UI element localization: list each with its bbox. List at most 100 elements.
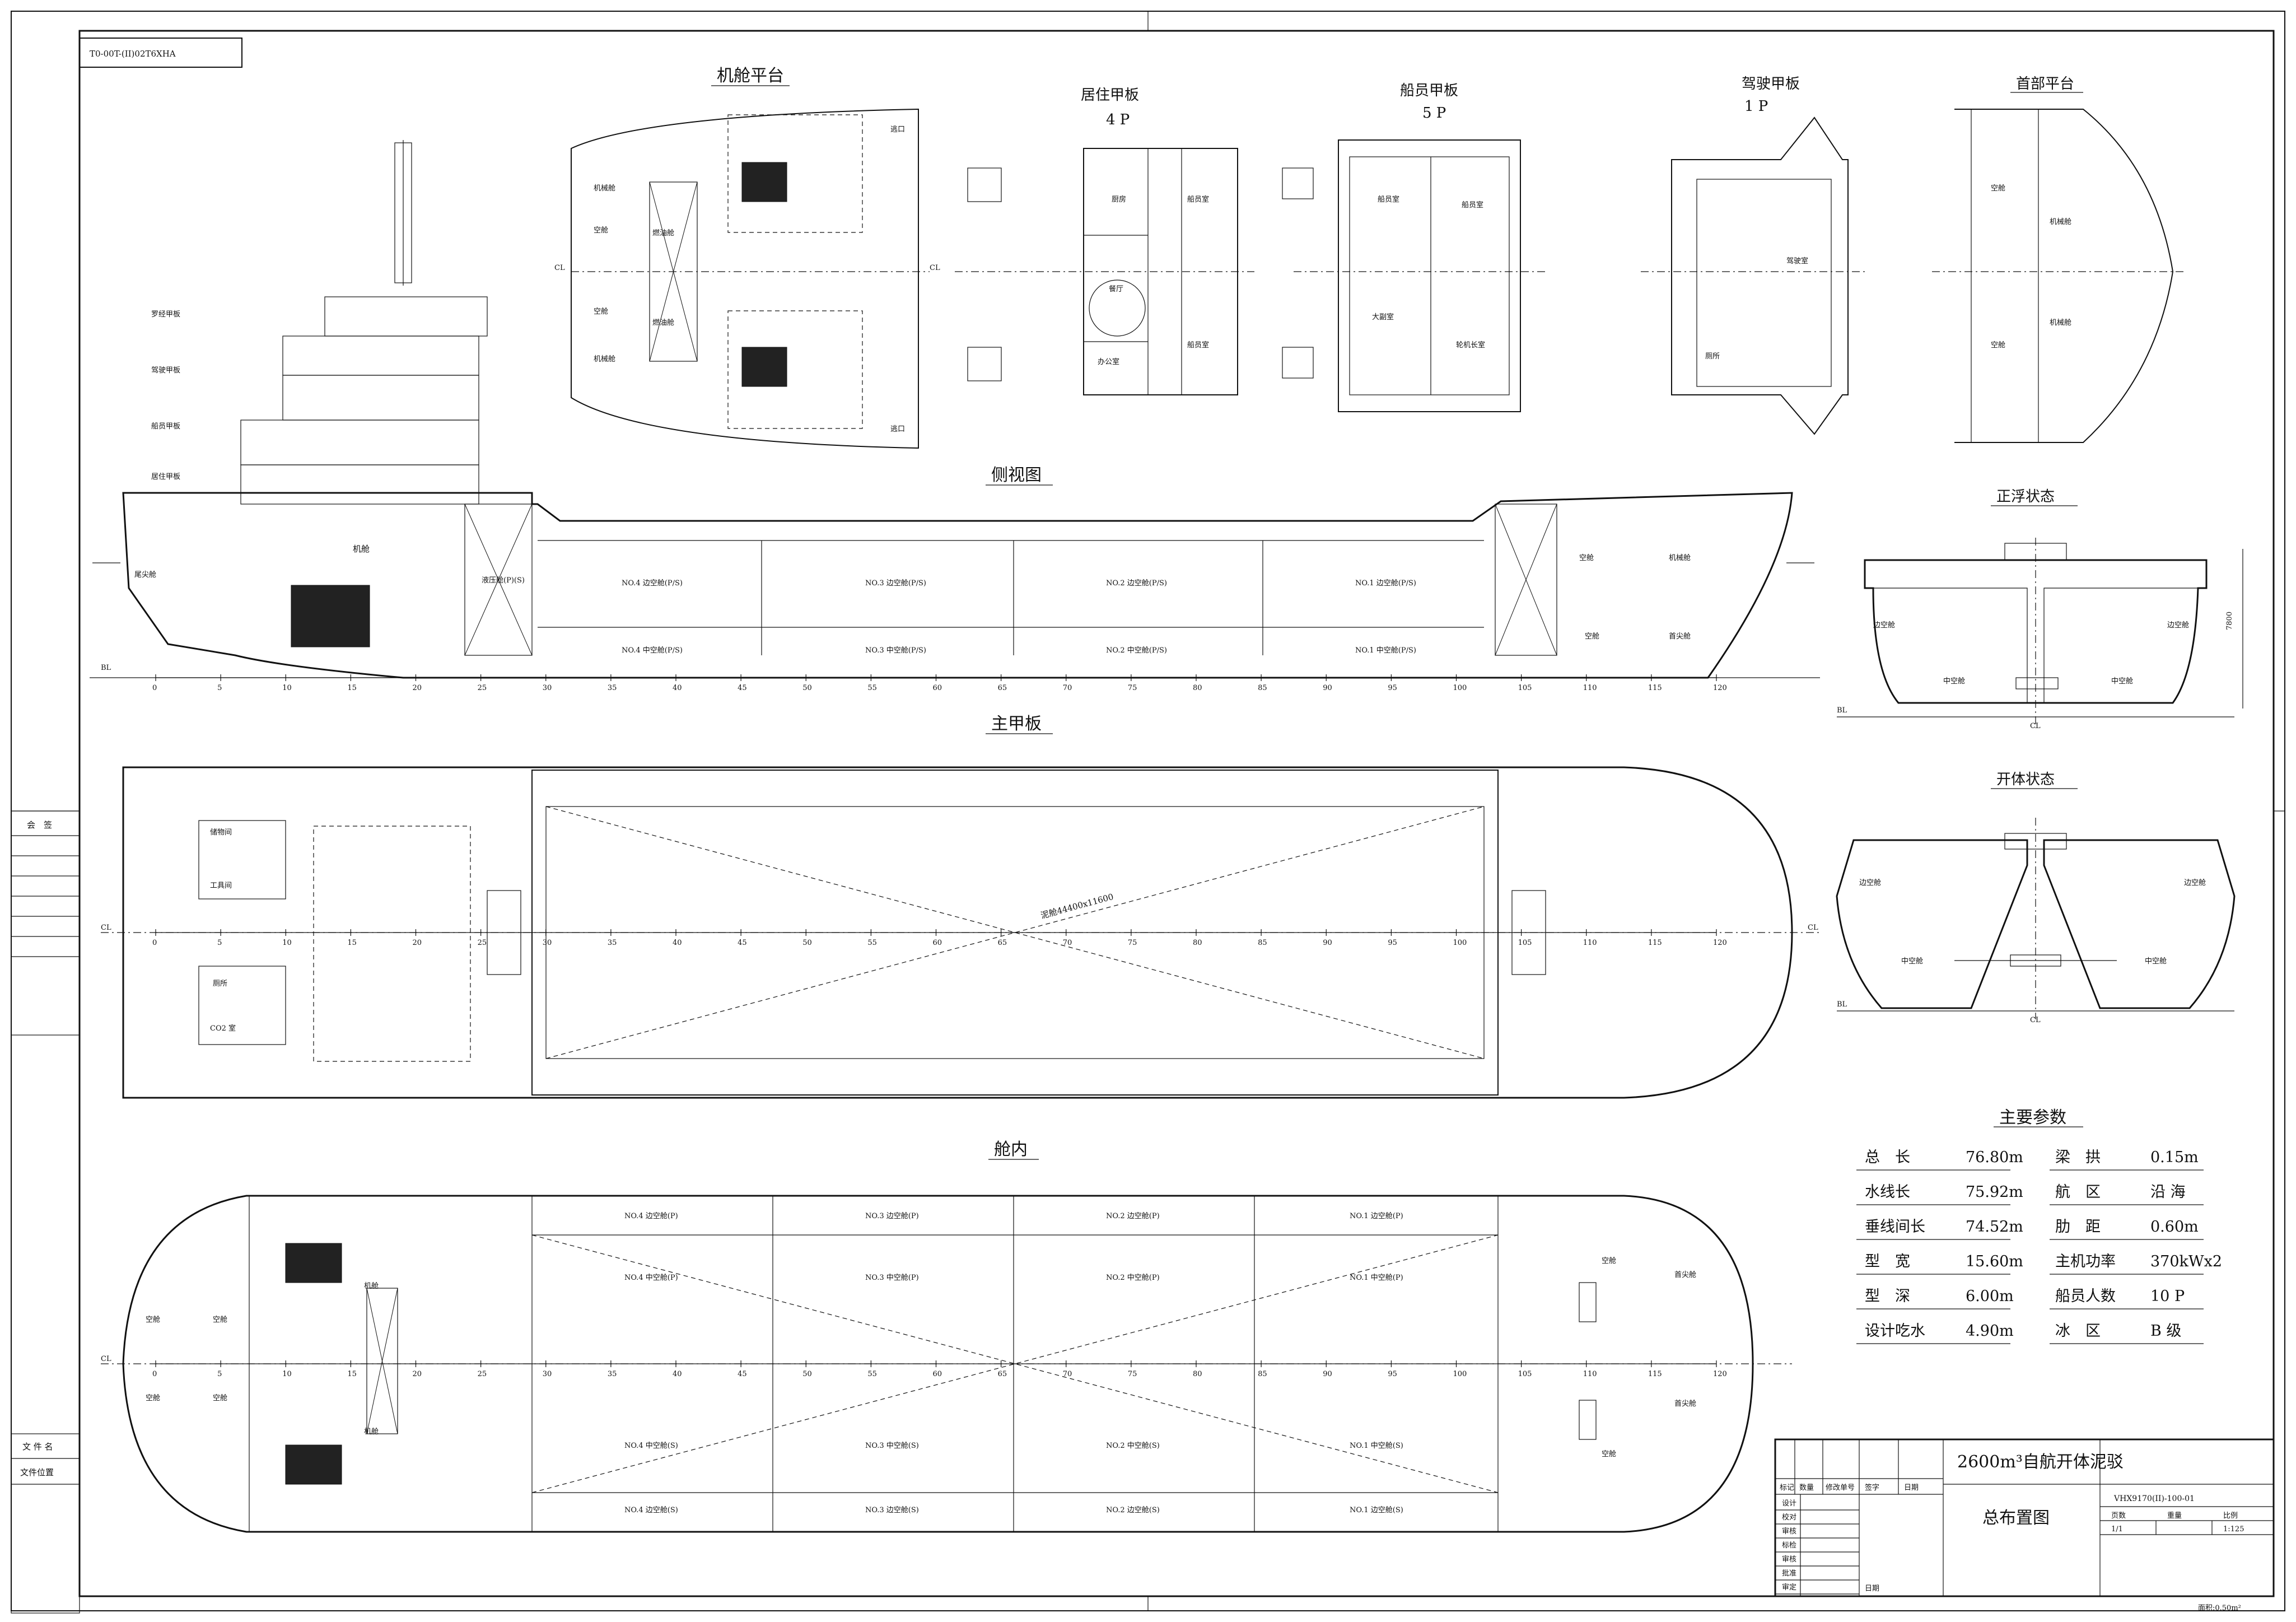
svg-text:机舱: 机舱 [364, 1282, 379, 1290]
frame-number: 100 [1453, 684, 1467, 692]
svg-text:CL: CL [101, 924, 111, 932]
hold-view: 舱内 CL NO.4 边空舱(P) NO.3 边空舱(P) NO.2 边空舱(P… [101, 1140, 1792, 1533]
wheelhouse-persons: 1 P [1744, 98, 1768, 115]
svg-text:CL: CL [1808, 924, 1818, 932]
param-label: 船员人数 [2055, 1288, 2116, 1305]
svg-text:机械舱: 机械舱 [594, 355, 615, 363]
bow-platform-view: 首部平台 空舱 机械舱 空舱 机械舱 [1932, 76, 2184, 443]
living-deck-persons: 4 P [1106, 111, 1130, 128]
svg-text:重量: 重量 [2167, 1511, 2182, 1520]
frame-number: 120 [1713, 1370, 1727, 1378]
svg-text:NO.3 边空舱(S): NO.3 边空舱(S) [865, 1506, 919, 1514]
crew-deck-persons: 5 P [1422, 105, 1446, 122]
frame-number: 30 [543, 939, 552, 947]
frame-number: 40 [673, 939, 682, 947]
svg-text:NO.2 中空舱(S): NO.2 中空舱(S) [1106, 1442, 1160, 1450]
frame-number: 80 [1193, 684, 1202, 692]
svg-text:船员室: 船员室 [1378, 195, 1399, 204]
param-label: 型 宽 [1865, 1253, 1910, 1270]
svg-text:尾尖舱: 尾尖舱 [134, 571, 156, 579]
frame-number: 45 [738, 939, 747, 947]
frame-number: 55 [867, 684, 877, 692]
svg-text:空舱: 空舱 [1602, 1257, 1616, 1265]
engine-platform-title: 机舱平台 [717, 66, 784, 86]
frame-number: 60 [933, 939, 942, 947]
svg-text:厕所: 厕所 [213, 980, 227, 988]
svg-text:机械舱: 机械舱 [594, 184, 615, 193]
svg-text:NO.1 边空舱(P): NO.1 边空舱(P) [1350, 1212, 1403, 1220]
param-label: 设计吃水 [1865, 1322, 1925, 1340]
tb-header: 日期 [1904, 1484, 1919, 1492]
svg-text:轮机长室: 轮机长室 [1456, 341, 1485, 349]
svg-text:空舱: 空舱 [1991, 184, 2005, 193]
frame-number: 5 [217, 939, 222, 947]
drawing-name: 总布置图 [1982, 1508, 2050, 1528]
frame-number: 75 [1128, 939, 1137, 947]
svg-text:BL: BL [101, 664, 111, 672]
frame-number: 105 [1518, 939, 1532, 947]
frame-number: 45 [738, 1370, 747, 1378]
tb-role: 标检 [1782, 1541, 1796, 1550]
svg-text:1/1: 1/1 [2111, 1525, 2123, 1534]
frame-number: 20 [413, 684, 422, 692]
param-value: 0.15m [2150, 1149, 2199, 1166]
frame-number: 10 [282, 1370, 292, 1378]
hopper-size-label: 泥舱44400x11600 [1039, 892, 1114, 921]
svg-text:餐厅: 餐厅 [1109, 285, 1123, 293]
svg-text:燃油舱: 燃油舱 [652, 318, 674, 327]
svg-text:工具间: 工具间 [210, 882, 232, 890]
side-view: 侧视图 罗经甲板 驾驶甲板 船员甲板 居住甲板 机舱 尾尖舱 液压舱(P)(S)… [90, 140, 1820, 692]
svg-text:NO.1 边空舱(S): NO.1 边空舱(S) [1350, 1506, 1403, 1514]
frame-number: 15 [347, 939, 357, 947]
wheelhouse-deck-title: 驾驶甲板 [1742, 76, 1800, 92]
file-name-label: 文 件 名 [22, 1442, 53, 1452]
frame-number: 70 [1063, 684, 1072, 692]
svg-text:中空舱: 中空舱 [2111, 677, 2133, 686]
deck-label-compass: 罗经甲板 [151, 310, 180, 319]
main-engine-s-icon [741, 347, 787, 387]
corner-note: 面积:0.50m² [2198, 1604, 2241, 1612]
svg-text:NO.4 边空舱(P): NO.4 边空舱(P) [624, 1212, 678, 1220]
svg-text:BL: BL [1837, 706, 1847, 715]
frame-number: 25 [478, 1370, 487, 1378]
svg-text:机舱: 机舱 [353, 544, 370, 554]
svg-text:燃油舱: 燃油舱 [652, 229, 674, 237]
frame-number: 100 [1453, 939, 1467, 947]
tb-role: 审核 [1782, 1555, 1796, 1564]
svg-text:页数: 页数 [2111, 1512, 2126, 1520]
svg-text:船员室: 船员室 [1187, 195, 1209, 204]
param-label: 梁 拱 [2055, 1149, 2101, 1166]
svg-text:NO.1 边空舱(P/S): NO.1 边空舱(P/S) [1355, 579, 1416, 588]
frame-number: 95 [1388, 684, 1397, 692]
frame-number: 70 [1063, 939, 1072, 947]
svg-text:NO.4 中空舱(P/S): NO.4 中空舱(P/S) [622, 646, 683, 655]
svg-text:NO.4 中空舱(P): NO.4 中空舱(P) [624, 1274, 678, 1282]
svg-text:边空舱: 边空舱 [1873, 621, 1895, 630]
svg-text:CL: CL [101, 1355, 111, 1363]
tb-role: 审核 [1782, 1527, 1796, 1536]
svg-text:驾驶室: 驾驶室 [1786, 257, 1808, 265]
svg-text:空舱: 空舱 [1602, 1450, 1616, 1458]
svg-text:首尖舱: 首尖舱 [1669, 632, 1691, 641]
frame-number: 40 [673, 684, 682, 692]
svg-text:储物间: 储物间 [210, 828, 232, 837]
engine-hold-s-icon [285, 1444, 342, 1485]
svg-text:1:125: 1:125 [2223, 1525, 2244, 1534]
param-value: 沿 海 [2150, 1183, 2186, 1201]
engine-hold-p-icon [285, 1243, 342, 1283]
frame-number: 90 [1323, 939, 1332, 947]
main-deck-view: 主甲板 泥舱44400x11600 CL CL 储物间 工具间 厕所 CO2 室… [101, 714, 1820, 1099]
param-value: 0.60m [2150, 1218, 2199, 1236]
file-location-label: 文件位置 [20, 1467, 54, 1477]
hold-outline [122, 1195, 1754, 1533]
svg-text:空舱: 空舱 [594, 307, 608, 316]
crew-deck-view: 船员甲板 5 P 船员室 大副室 船员室 轮机长室 [1282, 82, 1546, 412]
title-block: 2600m³自航开体泥驳 VHX9170(II)-100-01 总布置图 页数 … [1774, 1438, 2275, 1597]
svg-text:NO.3 中空舱(S): NO.3 中空舱(S) [865, 1442, 919, 1450]
frame-number: 40 [673, 1370, 682, 1378]
frame-number: 15 [347, 1370, 357, 1378]
svg-text:机械舱: 机械舱 [2050, 218, 2071, 226]
frame-number: 115 [1648, 939, 1662, 947]
svg-text:NO.1 中空舱(P/S): NO.1 中空舱(P/S) [1355, 646, 1416, 655]
